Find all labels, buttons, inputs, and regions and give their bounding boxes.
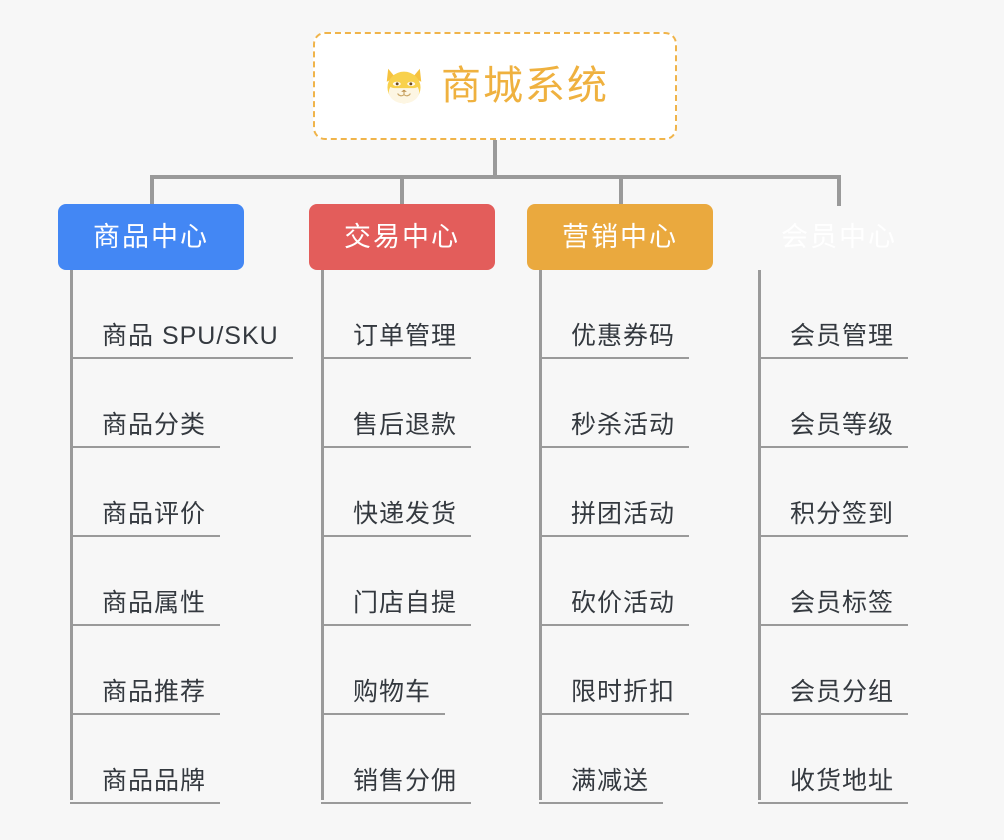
leaf-label: 购物车: [353, 678, 432, 707]
shiba-dog-icon: [386, 68, 422, 104]
root-node[interactable]: 商城系统: [313, 32, 677, 140]
spine-4: [758, 270, 761, 800]
leaf-label: 积分签到: [790, 500, 895, 529]
leaf-label: 商品分类: [102, 411, 207, 440]
category-header-1[interactable]: 商品中心: [58, 204, 244, 270]
leaf-label: 会员管理: [790, 322, 895, 351]
category-label-4: 会员中心: [781, 221, 897, 252]
connector-horizontal-bus: [150, 175, 840, 179]
connector-drop-3: [619, 175, 623, 206]
category-label-2: 交易中心: [344, 221, 460, 252]
leaf-label: 会员标签: [790, 589, 895, 618]
leaf-label: 优惠券码: [571, 322, 676, 351]
leaf-label: 销售分佣: [353, 767, 458, 796]
leaf-label: 商品属性: [102, 589, 207, 618]
leaf-label: 快递发货: [353, 500, 458, 529]
leaf-label: 砍价活动: [571, 589, 676, 618]
column-marketing-center: 营销中心: [527, 204, 713, 270]
leaf-label: 满减送: [571, 767, 650, 796]
category-header-4[interactable]: 会员中心: [746, 204, 932, 270]
leaf-label: 商品推荐: [102, 678, 207, 707]
connector-drop-2: [400, 175, 404, 206]
leaf-label: 会员分组: [790, 678, 895, 707]
column-product-center: 商品中心: [58, 204, 244, 270]
category-header-3[interactable]: 营销中心: [527, 204, 713, 270]
spine-3: [539, 270, 542, 800]
leaf-label: 商品评价: [102, 500, 207, 529]
category-label-3: 营销中心: [562, 221, 678, 252]
leaf-label: 门店自提: [353, 589, 458, 618]
leaf-label: 会员等级: [790, 411, 895, 440]
leaf-label: 商品品牌: [102, 767, 207, 796]
category-label-1: 商品中心: [93, 221, 209, 252]
category-header-2[interactable]: 交易中心: [309, 204, 495, 270]
column-trade-center: 交易中心: [309, 204, 495, 270]
connector-drop-1: [150, 175, 154, 206]
spine-2: [321, 270, 324, 800]
leaf-label: 限时折扣: [571, 678, 676, 707]
root-title: 商城系统: [441, 64, 609, 108]
leaf-label: 秒杀活动: [571, 411, 676, 440]
connector-root-stem: [493, 140, 497, 177]
leaf-label: 售后退款: [353, 411, 458, 440]
connector-drop-4: [837, 175, 841, 206]
leaf-label: 商品 SPU/SKU: [102, 322, 279, 351]
spine-1: [70, 270, 73, 800]
column-member-center: 会员中心: [746, 204, 932, 270]
leaf-label: 订单管理: [353, 322, 458, 351]
leaf-label: 拼团活动: [571, 500, 676, 529]
leaf-label: 收货地址: [790, 767, 895, 796]
